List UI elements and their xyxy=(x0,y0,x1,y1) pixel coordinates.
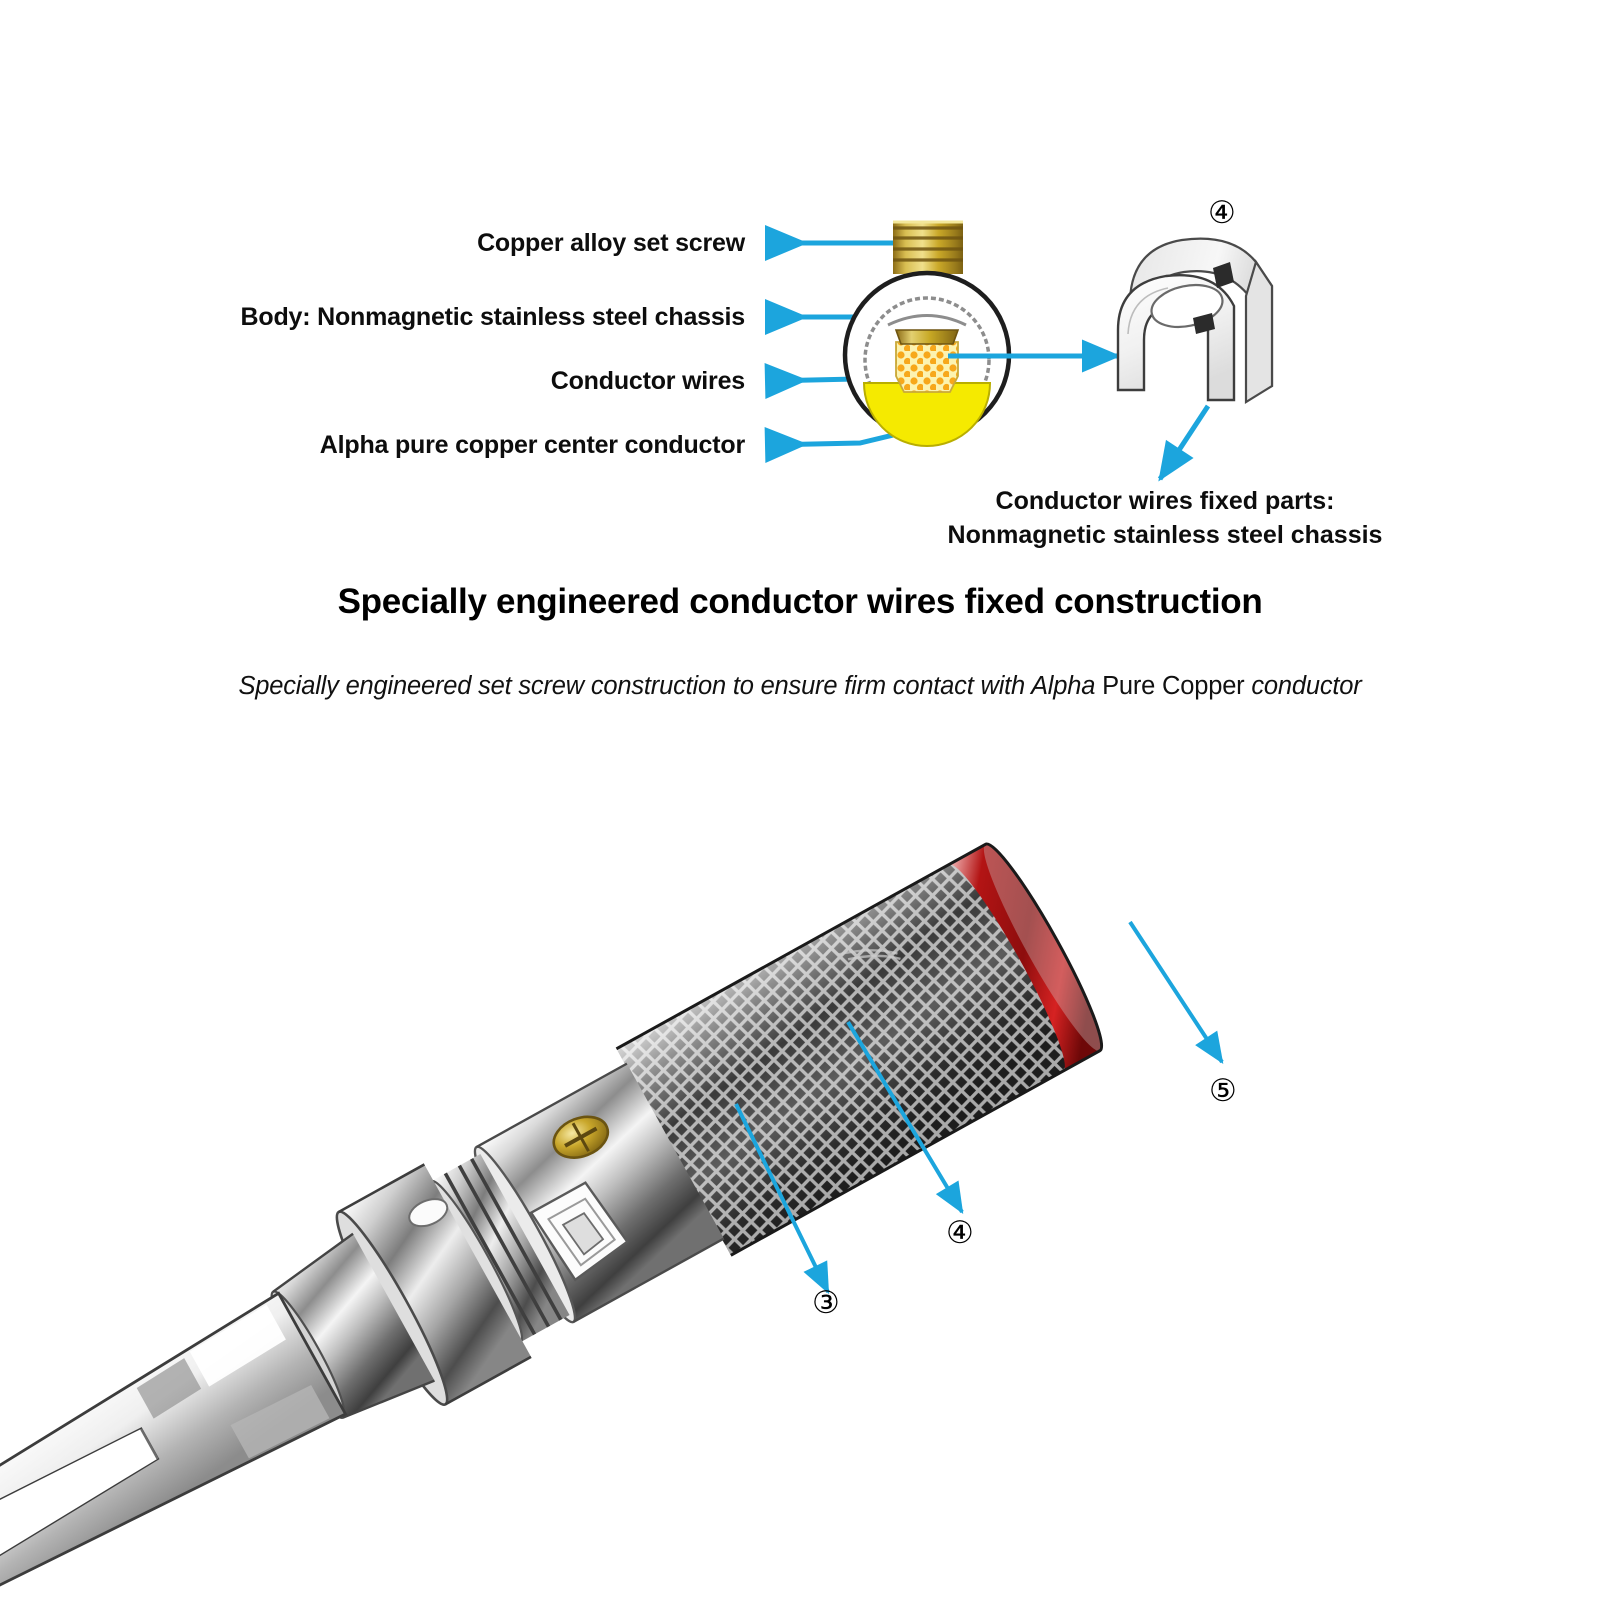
center-conductor-graphic xyxy=(862,382,992,447)
arrow-callout-5 xyxy=(1128,920,1224,1065)
cutaway-cross-section xyxy=(842,220,1012,447)
arrow-callout-4 xyxy=(846,1020,964,1215)
callout-part-3: ③ xyxy=(812,1285,840,1321)
subtitle-upright-phrase: Pure Copper xyxy=(1102,672,1245,700)
connector-body xyxy=(473,1062,725,1324)
subtitle-part-2: conductor xyxy=(1244,672,1362,700)
red-identification-band xyxy=(948,843,1102,1072)
subtitle-part-1: Specially engineered set screw construct… xyxy=(238,672,1103,700)
shoulder-flange xyxy=(335,1163,532,1406)
callout-part-4-lower: ④ xyxy=(946,1215,974,1251)
saddle-clamp-part4 xyxy=(1116,237,1274,404)
label-conductor-wires: Conductor wires xyxy=(550,367,745,395)
callout-arrows xyxy=(764,225,976,464)
caption-line-1: Conductor wires fixed parts: xyxy=(995,487,1335,515)
outer-chassis-circle xyxy=(842,270,1012,440)
inner-screw-tip-graphic xyxy=(894,329,960,345)
tapered-neck xyxy=(270,1232,435,1420)
render-callout-arrows xyxy=(734,920,1224,1295)
section-subtitle: Specially engineered set screw construct… xyxy=(0,672,1600,701)
cutaway-window xyxy=(529,1181,629,1282)
spade-fork-terminal xyxy=(0,1291,348,1596)
section-headline: Specially engineered conductor wires fix… xyxy=(337,582,1263,621)
caption-conductor-wires-fixed-parts: Conductor wires fixed parts: Nonmagnetic… xyxy=(945,484,1385,552)
arrow-part4-to-caption xyxy=(1157,404,1211,482)
label-center-conductor: Alpha pure copper center conductor xyxy=(319,431,745,459)
inner-wall-circle xyxy=(863,296,991,424)
conductor-wires-graphic xyxy=(895,341,959,393)
brass-set-screw xyxy=(552,1115,610,1159)
caption-line-2: Nonmagnetic stainless steel chassis xyxy=(947,521,1383,549)
callout-part-4-top: ④ xyxy=(1208,195,1236,231)
set-screw-graphic xyxy=(893,220,963,274)
label-body-chassis: Body: Nonmagnetic stainless steel chassi… xyxy=(240,303,746,331)
callout-part-5: ⑤ xyxy=(1209,1073,1237,1109)
arrow-callout-3 xyxy=(734,1103,830,1295)
knurled-barrel xyxy=(615,842,1104,1257)
label-copper-alloy-set-screw: Copper alloy set screw xyxy=(477,229,745,257)
ring-grooves xyxy=(428,1154,570,1344)
